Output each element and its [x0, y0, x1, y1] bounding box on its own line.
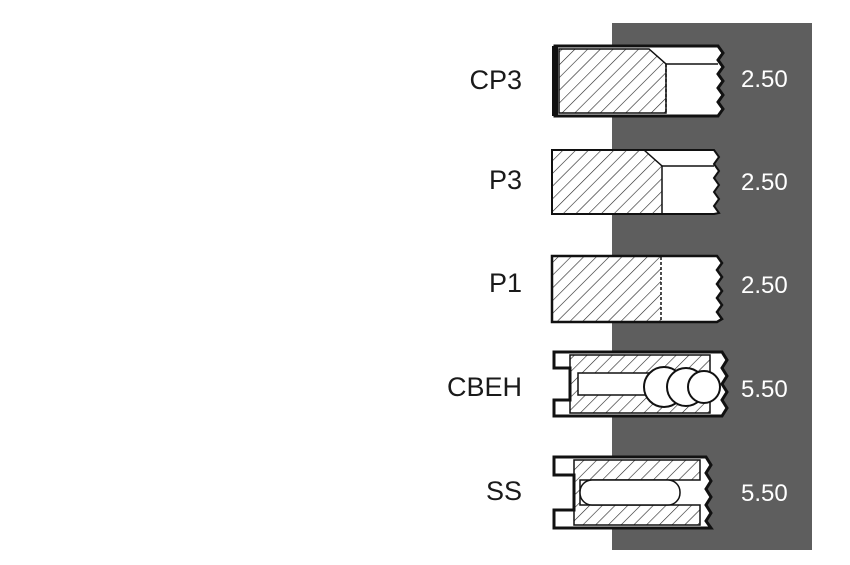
ring-code-p3: P3: [488, 165, 522, 195]
ring-code-cp3: CP3: [469, 65, 522, 95]
ring-profile-cbeh: [552, 350, 729, 418]
ring-profile-p3: [551, 149, 721, 215]
ring-profile-p1: [550, 254, 724, 324]
ring-width-ss: 5.50: [741, 480, 788, 507]
ring-profile-cp3: [552, 44, 725, 118]
ring-code-ss: SS: [485, 476, 522, 506]
ring-width-p1: 2.50: [741, 272, 788, 299]
ring-width-cp3: 2.50: [741, 66, 788, 93]
ring-profile-ss: [552, 455, 714, 530]
ring-width-cbeh: 5.50: [741, 376, 788, 403]
ring-code-p1: P1: [488, 268, 522, 298]
ring-width-p3: 2.50: [741, 169, 788, 196]
ring-code-cbeh: CBEH: [446, 372, 522, 402]
